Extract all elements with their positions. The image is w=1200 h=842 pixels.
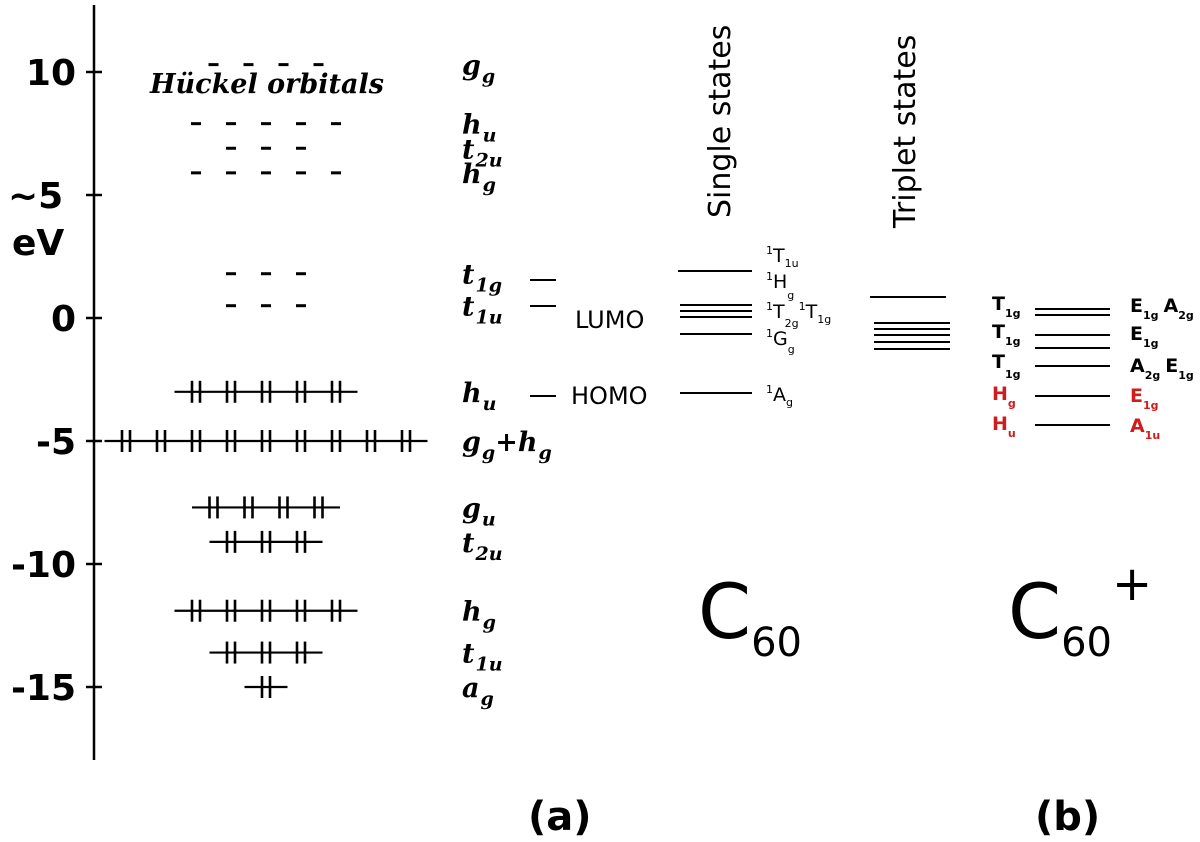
orbital-symmetry-label: gu (462, 493, 496, 530)
orbital-symmetry-label: t2u (462, 134, 503, 171)
axis-unit-label: eV (12, 223, 64, 264)
huckel-title: Hückel orbitals (149, 69, 384, 100)
orbital-symmetry-label: hg (462, 159, 496, 196)
lumo-label: LUMO (575, 306, 644, 334)
homo-label: HOMO (571, 382, 648, 410)
axis-tick-label: -15 (11, 668, 76, 709)
orbital-symmetry-label: gg (462, 51, 495, 88)
cation-left-label: T1g (992, 293, 1021, 320)
cation-left-label: T1g (992, 351, 1021, 381)
molecule-cation-label: C60+ (1008, 556, 1152, 666)
singlet-label: 1T2g1T1g (766, 300, 831, 330)
cation-left-label: Hg (992, 383, 1016, 410)
triplet-levels (870, 296, 950, 350)
orbital-symmetry-label: gg+hg (462, 427, 552, 464)
huckel-orbital-levels (104, 63, 428, 698)
orbital-symmetry-label: hu (462, 110, 496, 147)
orbital-symmetry-label: hg (462, 597, 496, 634)
energy-axis: 10 0 -5 -10 -15 ~5 eV (8, 5, 102, 760)
orbital-symmetry-label: t1g (462, 260, 502, 297)
panel-b-label: (b) (1035, 794, 1100, 840)
axis-tick-label: 10 (26, 53, 76, 94)
orbital-symmetry-label: t1u (462, 639, 503, 676)
frontier-markers: LUMO HOMO (530, 279, 648, 410)
cation-right-label: A1u (1130, 415, 1160, 442)
orbital-symmetry-label: hu (462, 378, 496, 415)
singlet-label: 1Ag (766, 383, 793, 409)
molecule-neutral-label: C60 (698, 567, 802, 666)
axis-tick-label: 0 (51, 299, 76, 340)
axis-tick-label: -10 (11, 545, 76, 586)
triplet-title: Triplet states (888, 35, 923, 229)
axis-tick-label: -5 (36, 422, 76, 463)
orbital-symmetry-label: t2u (462, 528, 503, 565)
axis-unit-prefix: ~5 (8, 176, 63, 217)
cation-right-label: E1g (1130, 385, 1159, 412)
orbital-symmetry-label: ag (462, 673, 494, 710)
singlet-label: 1Gg (766, 327, 795, 356)
orbital-symmetry-label: t1u (462, 292, 503, 329)
cation-right-label: E1g (1130, 323, 1159, 350)
cation-left-labels: T1g T1g T1g Hg Hu (992, 293, 1021, 440)
singlet-levels (678, 270, 752, 394)
singlet-labels: 1T1u 1Hg 1T2g1T1g 1Gg 1Ag (766, 244, 831, 409)
panel-a-label: (a) (528, 794, 592, 840)
cation-left-label: T1g (992, 321, 1021, 348)
cation-levels (1035, 308, 1110, 426)
singlet-label: 1Hg (766, 270, 794, 302)
singlet-title: Single states (703, 25, 738, 218)
singlet-label: 1T1u (766, 244, 799, 270)
cation-left-label: Hu (992, 413, 1016, 440)
